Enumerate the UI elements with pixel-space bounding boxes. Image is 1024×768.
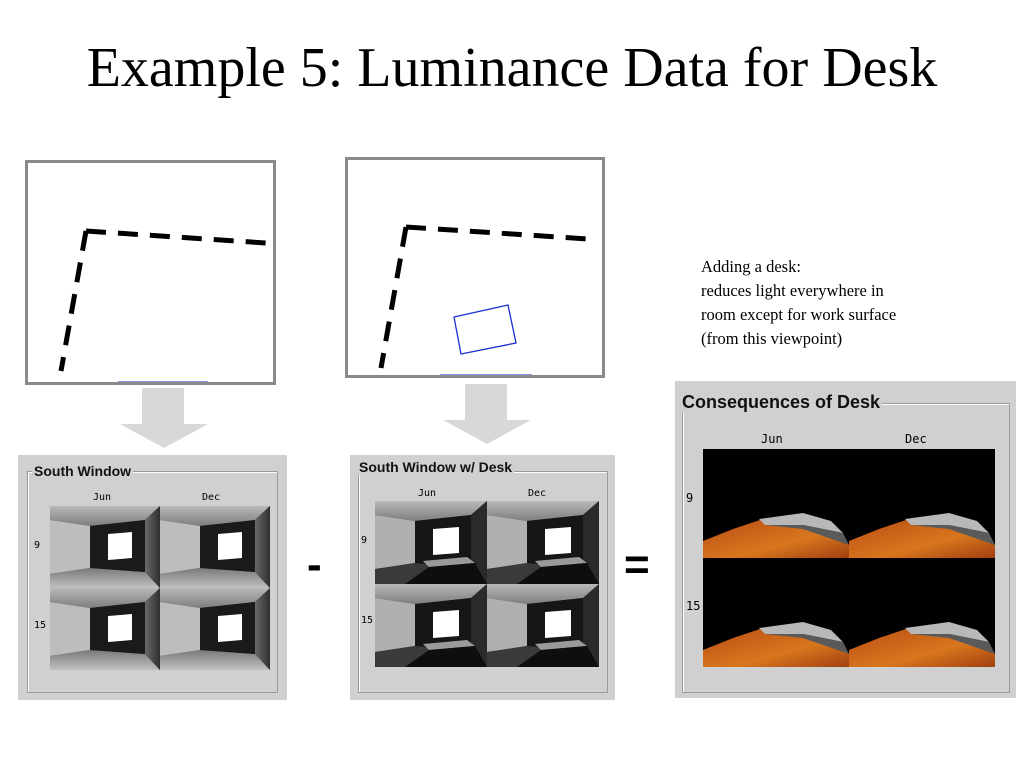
column-label: Dec xyxy=(202,492,221,503)
panel-south-window: South Window Jun Dec 9 15 xyxy=(18,455,287,700)
annotation-note: Adding a desk: reduces light everywhere … xyxy=(701,255,1001,351)
note-line: reduces light everywhere in xyxy=(701,281,884,300)
column-label: Jun xyxy=(418,488,437,499)
column-label: Jun xyxy=(93,492,112,503)
equals-operator: = xyxy=(624,540,650,589)
column-label: Jun xyxy=(761,432,783,446)
panel-title: South Window w/ Desk xyxy=(357,459,515,475)
luminance-image-grid xyxy=(375,501,599,667)
column-label: Dec xyxy=(905,432,927,446)
desk-outline xyxy=(453,304,517,355)
panel-title: Consequences of Desk xyxy=(680,392,883,413)
panel-south-window-desk: South Window w/ Desk Jun Dec 9 15 xyxy=(350,455,615,700)
room-outline-diagram xyxy=(378,224,589,375)
slide-title: Example 5: Luminance Data for Desk xyxy=(86,37,938,99)
panel-title: South Window xyxy=(32,463,134,479)
floor-plan-south-window xyxy=(25,160,276,385)
room-outline-diagram xyxy=(58,228,267,382)
down-arrow-icon xyxy=(443,384,531,444)
row-label: 9 xyxy=(361,535,368,546)
row-label: 15 xyxy=(361,615,374,626)
down-arrow-icon xyxy=(120,388,208,448)
row-label: 15 xyxy=(34,620,47,631)
row-label: 9 xyxy=(686,491,694,505)
column-label: Dec xyxy=(528,488,547,499)
row-label: 9 xyxy=(34,540,41,551)
floor-plan-south-window-desk xyxy=(345,157,605,378)
luminance-image-grid xyxy=(50,506,270,670)
note-heading: Adding a desk: xyxy=(701,257,801,276)
note-line: room except for work surface xyxy=(701,305,897,324)
row-label: 15 xyxy=(686,599,701,613)
note-line: (from this viewpoint) xyxy=(701,329,843,348)
minus-operator: - xyxy=(307,540,322,589)
panel-consequences-of-desk: Consequences of Desk Jun Dec 9 15 xyxy=(675,381,1016,698)
difference-image-grid xyxy=(703,449,995,667)
